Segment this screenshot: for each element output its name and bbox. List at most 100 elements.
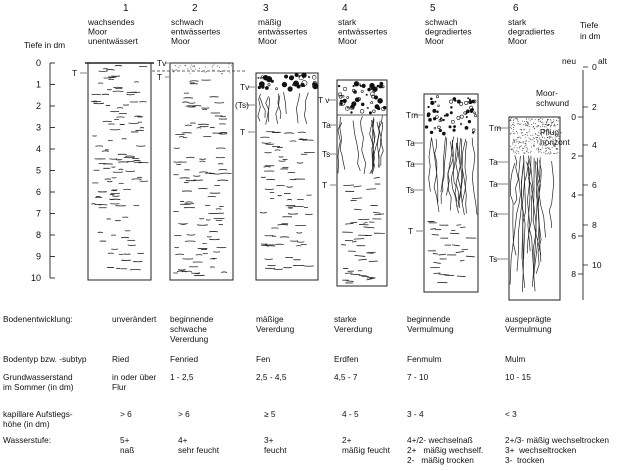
stipple-dot [511,125,512,126]
stipple-dot [558,120,559,121]
stipple-dot [527,123,528,124]
peat-texture-mark [462,249,468,250]
stipple-dot [185,65,186,66]
stipple-dot [528,122,529,123]
stipple-dot [526,141,527,142]
stipple-dot [538,147,539,148]
stipple-dot [523,124,524,125]
stipple-dot [522,148,523,149]
stipple-dot [526,151,527,152]
stipple-dot [518,123,519,124]
crumb-mark [449,126,451,128]
left-axis-tick-label: 0 [36,58,41,68]
table-row-label: Bodentyp bzw. -subtyp [3,354,86,364]
stipple-dot [536,126,537,127]
table-cell: 3+ [264,435,273,445]
horizon-label: Ts [406,185,414,195]
profile-title-line: mäßig [258,17,282,27]
stipple-dot [542,119,543,120]
stipple-dot [529,138,530,139]
left-axis-tick-label: 1 [36,80,41,90]
stipple-dot [524,146,525,147]
stipple-dot [527,125,528,126]
profile-title-line: schwach [425,17,458,27]
crumb-mark [433,109,436,112]
profile-number: 6 [513,3,519,14]
stipple-dot [518,143,519,144]
profile-number: 2 [192,3,198,14]
stipple-dot [173,71,174,72]
stipple-dot [511,148,512,149]
crumb-mark [284,75,287,78]
crumb-mark [446,114,449,117]
stipple-dot [535,119,536,120]
stipple-dot [514,140,515,141]
stipple-dot [542,122,543,123]
stipple-dot [536,137,537,138]
stipple-dot [537,142,538,143]
stipple-dot [516,118,517,119]
stipple-dot [180,65,181,66]
table-cell: Fenmulm [407,354,442,364]
crumb-mark [354,81,359,86]
stipple-dot [222,73,223,74]
stipple-dot [527,148,528,149]
stipple-dot [549,154,550,155]
table-row-label: Grundwasserstand [3,372,73,382]
stipple-dot [510,134,511,135]
stipple-dot [519,124,520,125]
crumb-mark [266,76,272,82]
stipple-dot [520,138,521,139]
stipple-dot [515,140,516,141]
stipple-dot [537,126,538,127]
profile-column-frame [256,73,318,280]
table-cell: 2+ mäßig wechself. [407,445,483,455]
table-cell: Fenried [170,354,198,364]
right-axis-tick-old-label: 6 [592,180,597,190]
stipple-dot [526,140,527,141]
stipple-dot [185,65,186,66]
stipple-dot [191,65,192,66]
crumb-mark [369,112,371,114]
table-cell: Vermulmung [505,324,552,334]
stipple-dot [529,129,530,130]
stipple-dot [540,121,541,122]
table-cell: Vermulmung [407,324,454,334]
horizon-label: T [72,68,77,78]
stipple-dot [556,153,557,154]
stipple-dot [533,137,534,138]
stipple-dot [528,141,529,142]
moor-schwund-label: schwund [536,98,569,108]
left-axis-tick-label: 10 [31,273,41,283]
crumb-mark [351,112,353,114]
stipple-dot [514,119,515,120]
table-cell: 5+ [120,435,129,445]
table-cell: 1 - 2,5 [170,372,194,382]
stipple-dot [517,119,518,120]
table-row-label: im Sommer (in dm) [3,382,74,392]
table-cell: Ried [112,354,129,364]
stipple-dot [546,151,547,152]
stipple-dot [522,150,523,151]
crumb-mark [471,108,473,110]
crumb-mark [465,126,468,129]
table-cell: mäßige [256,314,284,324]
crumb-mark [427,113,430,116]
stipple-dot [518,153,519,154]
stipple-dot [529,131,530,132]
stipple-dot [557,124,558,125]
table-cell: ≥ 5 [264,409,275,419]
stipple-dot [534,128,535,129]
stipple-dot [550,119,551,120]
stipple-dot [532,135,533,136]
crumb-mark [366,94,367,95]
stipple-dot [525,134,526,135]
stipple-dot [553,121,554,122]
profile-title-line: Moor [171,36,190,46]
stipple-dot [530,135,531,136]
crumb-mark [377,85,379,87]
stipple-dot [519,146,520,147]
profile-title-line: Moor [508,36,527,46]
table-cell: beginnende [170,314,213,324]
